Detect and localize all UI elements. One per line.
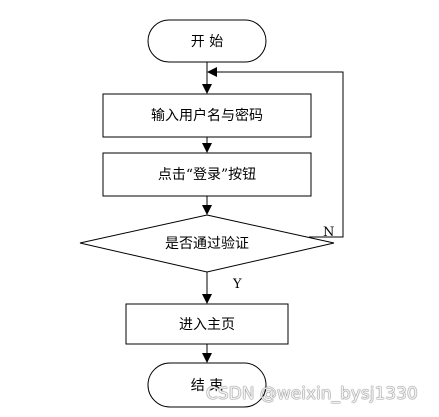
click-login-node: 点击“登录”按钮 — [102, 152, 312, 197]
start-node: 开 始 — [147, 19, 267, 63]
enter-home-node: 进入主页 — [125, 303, 289, 345]
input-credentials-label: 输入用户名与密码 — [151, 107, 263, 124]
verification-decision-label: 是否通过验证 — [165, 236, 249, 252]
edge-label-no: N — [323, 225, 334, 240]
csdn-watermark: CSDN @weixin_bysj1330 — [206, 384, 418, 404]
verification-decision-node: 是否通过验证 — [79, 214, 335, 273]
arrow-decision-no-loop — [207, 67, 344, 238]
end-node: 结 束 — [147, 362, 267, 408]
edge-label-yes: Y — [232, 277, 242, 292]
click-login-label: 点击“登录”按钮 — [158, 167, 256, 183]
enter-home-label: 进入主页 — [179, 317, 235, 333]
start-label: 开 始 — [191, 34, 223, 50]
input-credentials-node: 输入用户名与密码 — [102, 93, 312, 138]
end-label: 结 束 — [191, 378, 223, 394]
